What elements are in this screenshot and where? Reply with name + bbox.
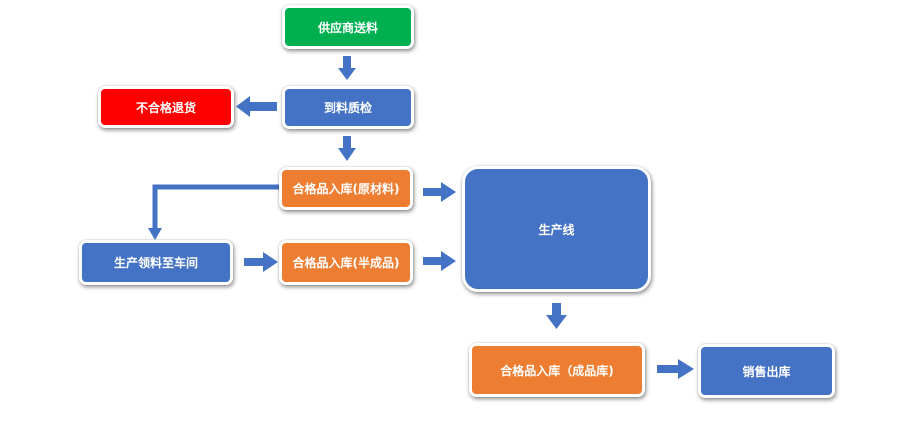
node-label: 销售出库 [742,364,791,379]
arrow-finished-to-sales [657,359,694,379]
node-label: 到料质检 [323,101,372,115]
arrow-raw-stock-to-workshop [152,184,281,230]
node-label: 不合格退货 [135,100,196,115]
node-label: 生产领料至车间 [113,256,198,270]
node-label: 合格品入库（成品库) [500,363,614,378]
arrow-inspection-to-raw-stock [338,136,356,161]
arrow-semi-stock-to-line [423,251,456,271]
node-incoming-inspection: 到料质检 [282,86,414,129]
arrow-raw-stock-to-line [423,182,456,202]
arrow-supplier-to-inspection [338,56,356,80]
node-label: 供应商送料 [317,20,378,35]
arrow-workshop-to-semi-stock [244,252,278,272]
node-label: 合格品入库(原材料) [292,182,400,196]
node-sales-outbound: 销售出库 [698,344,835,398]
node-raw-material-stock-in: 合格品入库(原材料) [279,167,413,210]
arrow-line-to-finished [546,303,567,329]
node-reject-return: 不合格退货 [98,86,234,128]
arrow-inspection-to-reject [236,96,277,117]
node-semi-finished-stock-in: 合格品入库(半成品) [279,240,413,285]
node-finished-goods-stock-in: 合格品入库（成品库) [469,343,645,397]
node-material-issue-to-workshop: 生产领料至车间 [79,240,233,285]
node-supplier-delivery: 供应商送料 [282,5,414,49]
node-label: 生产线 [538,222,575,237]
node-production-line: 生产线 [462,166,651,292]
node-label: 合格品入库(半成品) [292,256,400,270]
